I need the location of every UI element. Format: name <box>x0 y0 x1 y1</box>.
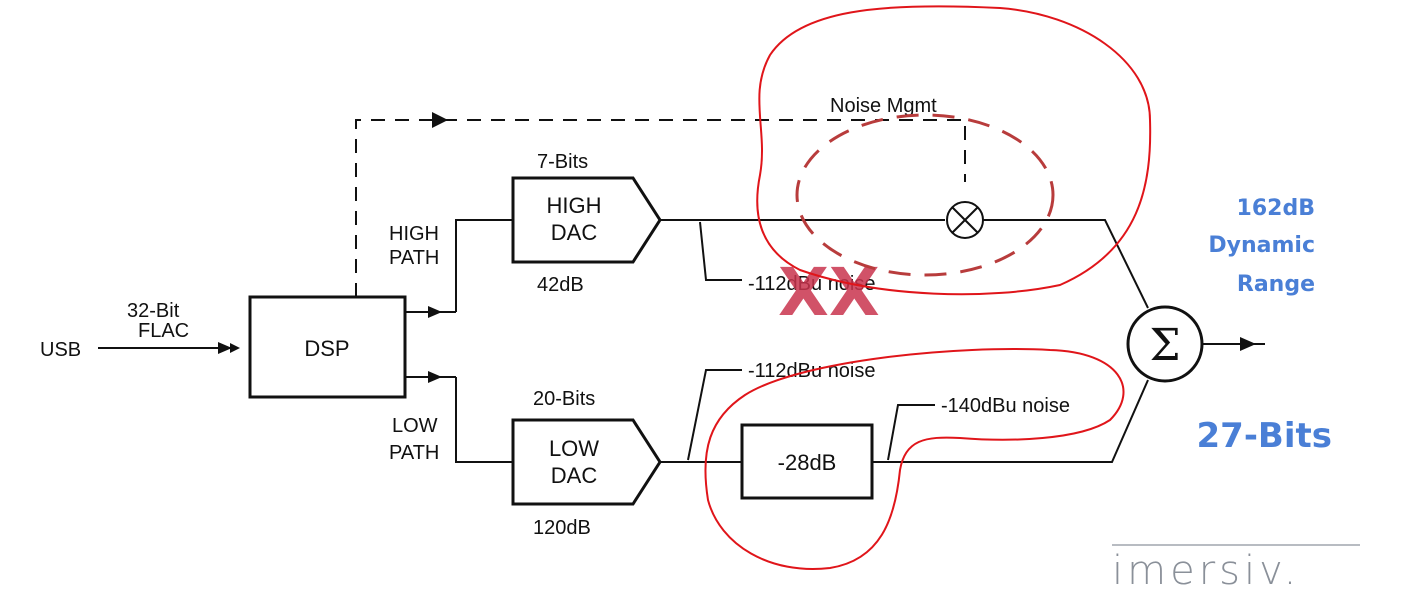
high-noise-label: -112dBu noise <box>748 273 876 295</box>
noise-mgmt-label: Noise Mgmt <box>830 95 937 117</box>
noise-mgmt-dashed-path <box>355 119 966 297</box>
input-arrowhead <box>218 342 232 354</box>
low-to-sum-wire <box>872 379 1149 463</box>
high-output-arrowhead <box>428 306 442 318</box>
low-path-wire <box>455 377 513 463</box>
imersiv-logo: imersiv. <box>1112 548 1300 594</box>
attenuated-noise-label: -140dBu noise <box>941 395 1070 417</box>
high-path-wire <box>455 219 513 312</box>
output-arrowhead <box>1240 337 1256 351</box>
attenuator-label: -28dB <box>778 450 837 475</box>
result-line3: Range <box>1237 272 1315 297</box>
high-dac-bits: 7-Bits <box>537 151 588 173</box>
high-dac-label-line2: DAC <box>551 220 598 245</box>
low-dac-range: 120dB <box>533 517 591 539</box>
low-dac-label-line1: LOW <box>549 436 599 461</box>
attenuated-noise-callout <box>887 404 935 461</box>
high-to-sum-wire <box>983 219 1149 309</box>
red-annotation-upper <box>756 5 1152 296</box>
format-label-line2: FLAC <box>138 320 189 342</box>
noise-mgmt-dashed-circle <box>795 113 1055 277</box>
noise-mgmt-arrowhead <box>432 112 448 128</box>
multiplier-cross-b <box>951 206 979 234</box>
low-noise-callout <box>687 369 742 461</box>
low-dac-block <box>511 418 662 506</box>
result-line1: 162dB <box>1237 196 1315 221</box>
high-dac-label-line1: HIGH <box>547 193 602 218</box>
low-dac-bits: 20-Bits <box>533 388 595 410</box>
low-dac-label-line2: DAC <box>551 463 598 488</box>
low-output-arrowhead <box>428 371 442 383</box>
attenuator-block <box>740 423 874 500</box>
high-path-label-line2: PATH <box>389 247 439 269</box>
result-bits: 27-Bits <box>1197 416 1333 456</box>
usb-label: USB <box>40 339 81 361</box>
dsp-label: DSP <box>304 336 349 361</box>
low-path-label-line2: PATH <box>389 442 439 464</box>
format-label-line1: 32-Bit <box>127 300 180 322</box>
red-annotation-lower <box>704 348 1125 570</box>
low-path-label-line1: LOW <box>392 415 438 437</box>
high-path-label-line1: HIGH <box>389 223 439 245</box>
high-noise-callout <box>699 221 742 281</box>
high-dac-block <box>511 176 662 264</box>
dsp-block <box>248 295 407 399</box>
high-dac-range: 42dB <box>537 274 584 296</box>
result-line2: Dynamic <box>1208 233 1315 258</box>
sum-symbol: Σ <box>1149 320 1180 371</box>
